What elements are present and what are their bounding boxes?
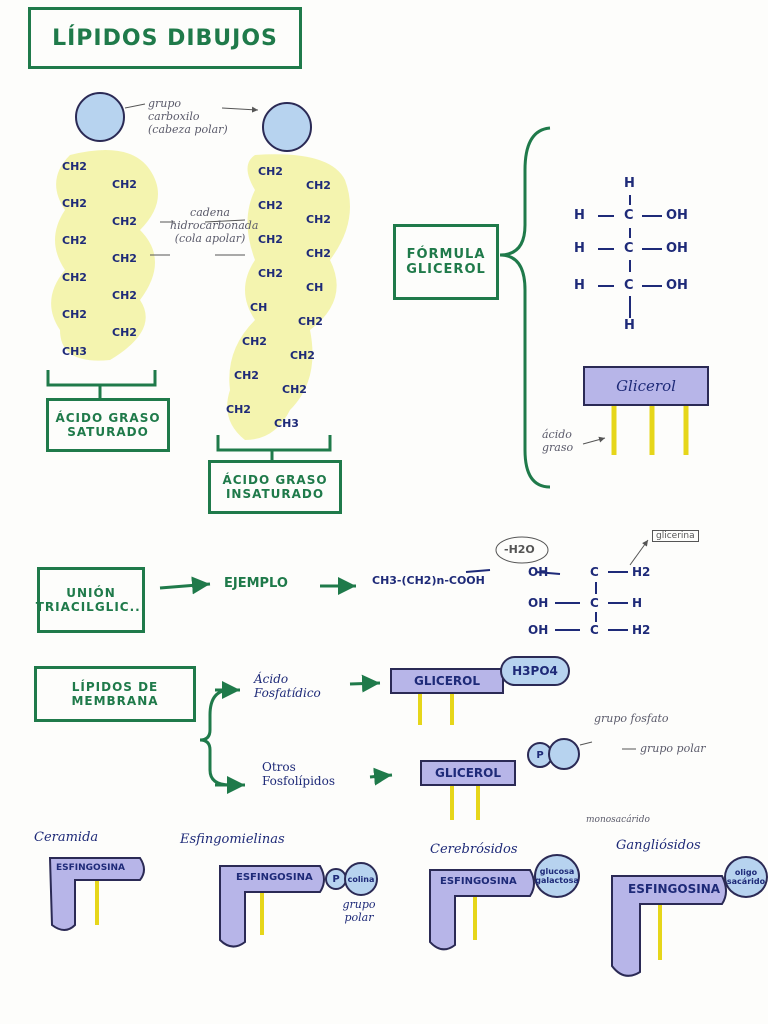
esfingosina-label-1: ESFINGOSINA: [56, 863, 126, 873]
unsaturated-bracket: [216, 435, 332, 460]
chain-group: CH2: [234, 369, 259, 382]
union-atom: H: [632, 596, 643, 610]
union-atom: C: [590, 623, 599, 637]
gangliosidos-title: Gangliósidos: [616, 838, 701, 853]
unsaturated-box: ÁCIDO GRASO INSATURADO: [208, 460, 342, 514]
esfingomielinas-title: Esfingomielinas: [180, 832, 285, 847]
union-atom: C: [590, 596, 599, 610]
chain-group: CH2: [62, 308, 87, 321]
chain-group: CH2: [112, 215, 137, 228]
monosacarido-label: monosacárido: [586, 815, 650, 825]
chain-group: CH2: [298, 315, 323, 328]
chain-group: CH2: [282, 383, 307, 396]
grupo-fosfato-label: grupo fosfato: [594, 712, 669, 725]
chain-group: CH2: [258, 267, 283, 280]
glicerol-atom: OH: [666, 278, 688, 293]
union-atom: H2: [632, 565, 651, 579]
membrana-box: LÍPIDOS DE MEMBRANA: [34, 666, 196, 722]
fosfatidico-label: Ácido Fosfatídico: [254, 672, 321, 700]
grupo-polar-label: grupo polar: [640, 742, 706, 755]
polar-group-icon: [548, 738, 580, 770]
chain-group: CH2: [242, 335, 267, 348]
oligosacarido-icon: oligo sacárido: [724, 856, 768, 898]
ceramida-shape: [48, 857, 145, 931]
esfingosina-label-2: ESFINGOSINA: [236, 872, 313, 883]
chain-label: cadena hidrocarbonada (cola apolar): [170, 206, 259, 245]
esfingomielina-shape: [219, 865, 325, 948]
chain-group: CH2: [112, 252, 137, 265]
cerebrosidos-title: Cerebrósidos: [430, 842, 518, 857]
glicerol-brace: [499, 126, 551, 489]
water-label: -H2O: [504, 543, 535, 556]
glicerol-top-h: H: [624, 176, 635, 191]
chain-group: CH2: [306, 213, 331, 226]
chain-group: CH2: [258, 199, 283, 212]
union-atom: H2: [632, 623, 651, 637]
union-box: UNIÓN TRIACILGLIC...: [36, 567, 145, 633]
glicerol-atom: H: [574, 278, 585, 293]
union-atom: C: [590, 565, 599, 579]
otros-label: Otros Fosfolípidos: [262, 760, 335, 788]
glicerol-atom: OH: [666, 241, 688, 256]
chain-group: CH: [250, 301, 268, 314]
chain-group: CH2: [112, 326, 137, 339]
colina-icon: colina: [344, 862, 378, 896]
chain-group: CH2: [306, 247, 331, 260]
esfingosina-label-3: ESFINGOSINA: [440, 876, 517, 887]
glicerol-atom: C: [624, 208, 634, 223]
chain-group: CH: [306, 281, 324, 294]
glicerol-bottom-h: H: [624, 318, 635, 333]
chain-group: CH2: [112, 178, 137, 191]
union-atom: OH: [528, 596, 549, 610]
page-title: LÍPIDOS DIBUJOS: [28, 7, 302, 69]
ceramida-title: Ceramida: [34, 830, 99, 845]
esfingomielina-polar-label: grupo polar: [342, 898, 376, 924]
esfingosina-label-4: ESFINGOSINA: [628, 882, 721, 896]
saturated-highlight: [51, 150, 158, 361]
chain-group: CH2: [306, 179, 331, 192]
glicerol-bar: Glicerol: [583, 366, 709, 406]
glicerol-atom: OH: [666, 208, 688, 223]
glicerol-atom: C: [624, 278, 634, 293]
chain-group: CH3: [62, 345, 87, 358]
cerebrosido-shape: [429, 869, 535, 951]
union-atom: OH: [528, 565, 549, 579]
h3po4-icon: H3PO4: [500, 656, 570, 686]
saturated-head-icon: [75, 92, 125, 142]
chain-group: CH2: [226, 403, 251, 416]
acid-formula: CH3-(CH2)n-COOH: [372, 574, 485, 587]
chain-group: CH2: [112, 289, 137, 302]
chain-group: CH3: [274, 417, 299, 430]
ejemplo-label: EJEMPLO: [224, 576, 288, 591]
glicerol-atom: H: [574, 208, 585, 223]
chain-group: CH2: [62, 160, 87, 173]
glicerol-atom: C: [624, 241, 634, 256]
saturated-box: ÁCIDO GRASO SATURADO: [46, 398, 170, 452]
glicerina-label: glicerina: [652, 530, 699, 542]
membrana-brace: [199, 688, 231, 787]
glicerol-bar-1: GLICEROL: [390, 668, 504, 694]
chain-group: CH2: [258, 165, 283, 178]
saturated-bracket: [46, 370, 157, 398]
chain-group: CH2: [290, 349, 315, 362]
glicerol-formula-box: FÓRMULA GLICEROL: [393, 224, 499, 300]
unsaturated-head-icon: [262, 102, 312, 152]
glicerol-bar-2: GLICEROL: [420, 760, 516, 786]
acid-label: ácido graso: [542, 428, 574, 454]
carboxyl-label: grupo carboxilo (cabeza polar): [148, 97, 228, 136]
glucosa-icon: glucosa galactosa: [534, 854, 580, 898]
chain-group: CH2: [62, 234, 87, 247]
chain-group: CH2: [62, 197, 87, 210]
union-atom: OH: [528, 623, 549, 637]
glicerol-atom: H: [574, 241, 585, 256]
chain-group: CH2: [258, 233, 283, 246]
chain-group: CH2: [62, 271, 87, 284]
unsaturated-highlight: [227, 154, 350, 441]
